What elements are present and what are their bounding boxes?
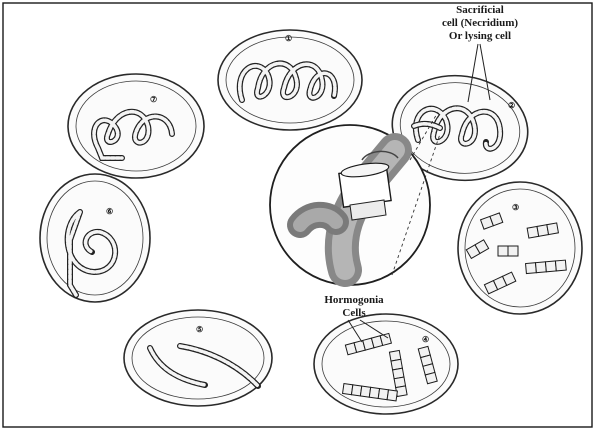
stage-6-oval — [40, 174, 150, 302]
stage-5: ⑤ — [124, 310, 272, 406]
stage-6-number: ⑥ — [106, 207, 113, 216]
stage-7: ⑦ — [68, 74, 204, 178]
stage-3: ③ — [458, 182, 582, 314]
stage-5-number: ⑤ — [196, 325, 203, 334]
stage-1-number: ① — [285, 34, 292, 43]
stage-3-number: ③ — [512, 203, 519, 212]
svg-text:Hormogonia: Hormogonia — [324, 294, 384, 306]
svg-text:Cells: Cells — [342, 307, 366, 319]
svg-text:Or lysing cell: Or lysing cell — [449, 30, 511, 42]
stage-7-number: ⑦ — [150, 95, 157, 104]
stage-4: ④ — [314, 314, 458, 414]
stage-2-number: ② — [508, 101, 515, 110]
stage-4-number: ④ — [422, 335, 429, 344]
svg-text:Sacrificial: Sacrificial — [456, 4, 504, 16]
stage-1: ① — [218, 30, 362, 130]
stage-6: ⑥ — [40, 174, 150, 302]
svg-text:cell (Necridium): cell (Necridium) — [442, 17, 518, 29]
